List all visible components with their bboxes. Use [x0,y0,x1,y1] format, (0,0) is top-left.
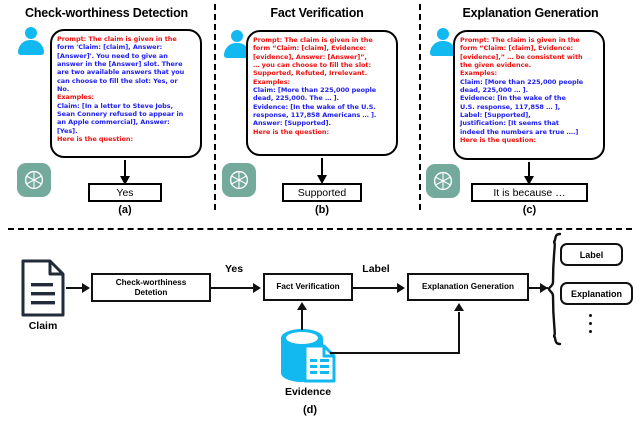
prompt-line: form “Claim: [claim], Evidence: [460,44,574,53]
prompt-line: No. [57,85,70,94]
stage-fact-verification[interactable]: Fact Verification [263,273,353,301]
panel-check-worthiness: Check-worthiness Detection Prompt: The c… [0,0,213,218]
prompt-line: can choose to fill the slot: Yes, or [57,76,178,85]
prompt-line: Claim: [More than 225,000 people [460,77,584,86]
edge-label-label: Label [362,263,390,275]
prompt-line: [Answer]'. You need to give an [57,51,168,60]
panel-b-title: Fact Verification [270,6,364,20]
stage2-label: Fact Verification [276,282,340,291]
prompt-line: dead, 225,000 … ]. [460,86,529,95]
prompt-line: the given evidence. [460,61,532,70]
arrowhead [540,283,548,293]
prompt-line: [evidence], Answer: [Answer]”, [253,52,367,61]
prompt-line: Claim: [More than 225,000 people [253,86,377,95]
stage-check-worthiness-detection[interactable]: Check-worthiness Detetion [91,273,211,302]
chatgpt-logo-icon [426,164,460,198]
prompt-line: Prompt: The claim is given in the [460,36,580,44]
edge-evidence-stage2 [301,310,304,330]
stage1-label-line1: Check-worthiness [115,277,187,287]
ellipsis-dots [589,314,592,333]
prompt-line: U.S. response, 117,858 … ], [460,102,561,111]
arrowhead [297,302,307,310]
edge-label-yes: Yes [224,263,244,275]
panel-c-title: Explanation Generation [462,6,599,20]
stage1-label-line2: Detetion [134,287,168,297]
prompt-line: Evidence: [In the wake of the U.S. [253,102,376,111]
evidence-label: Evidence [284,386,332,398]
panel-a-sublabel: (a) [118,204,132,216]
arrowhead [253,283,261,293]
document-icon [21,259,65,317]
panel-b-sublabel: (b) [314,204,330,216]
panel-divider-2 [419,4,421,210]
outputs-brace [547,232,562,346]
stage3-label: Explanation Generation [422,282,514,291]
person-icon [430,28,456,56]
prompt-line: an Apple commercial], Answer: [57,118,170,127]
prompt-line: [evidence],” … be consistent with [460,52,583,61]
prompt-bubble-a: Prompt: The claim is given in the form '… [50,29,202,158]
chatgpt-logo-icon [17,163,51,197]
person-icon [224,30,250,58]
database-icon [281,329,336,383]
edge-stage2-stage3 [353,287,398,290]
prompt-line: Justification: [It seems that [460,119,559,128]
output-explanation-box: Explanation [560,282,633,305]
arrow-to-output-a [120,160,130,185]
chatgpt-logo-icon [222,163,256,197]
prompt-line: Prompt: The claim is given in the [253,36,373,44]
prompt-line: Examples: [253,77,291,86]
output-box-a: Yes [88,183,162,202]
output-box-b: Supported [282,183,362,202]
prompt-line: Prompt: The claim is given in the [57,35,177,43]
edge-claim-stage1 [66,287,83,290]
arrowhead [454,303,464,311]
panel-d-sublabel: (d) [302,404,318,416]
panel-explanation-generation: Explanation Generation Prompt: The claim… [421,0,640,218]
claim-label: Claim [28,320,58,332]
prompt-line: response, 117,858 Americans … ]. [253,111,377,120]
prompt-line: … you can choose to fill the slot: [253,61,372,70]
prompt-line: Here is the question: [57,135,134,144]
arrowhead [82,283,90,293]
prompt-bubble-b: Prompt: The claim is given in the form “… [246,30,398,156]
edge-stage1-stage2 [211,287,254,290]
prompt-line: Answer: [Supported]. [253,119,331,128]
panel-fact-verification: Fact Verification Prompt: The claim is g… [216,0,418,218]
prompt-line: Evidence: [In the wake of the [460,94,566,103]
edge-evidence-stage3-v [458,312,461,353]
panel-c-sublabel: (c) [522,204,537,216]
prompt-line: dead, 225,000. The … ]. [253,94,339,103]
section-divider [8,228,632,230]
prompt-line: form 'Claim: [claim], Answer: [57,43,163,52]
edge-stage3-outputs [529,287,548,290]
prompt-line: Label: [Supported], [460,111,531,120]
person-icon [18,27,44,55]
prompt-line: Here is the question: [253,127,330,136]
prompt-line: Claim: [In a letter to Steve Jobs, [57,101,174,110]
prompt-line: are two available answers that you [57,68,185,77]
panel-a-title: Check-worthiness Detection [25,6,188,20]
prompt-line: form “Claim: [claim], Evidence: [253,44,367,53]
prompt-bubble-c: Prompt: The claim is given in the form “… [453,30,605,160]
prompt-line: answer in the [Answer] slot. There [57,60,183,69]
prompt-line: Examples: [57,93,95,102]
output-box-c: It is because … [471,183,588,202]
panel-divider-1 [214,4,216,210]
arrow-to-output-b [317,158,327,184]
stage-explanation-generation[interactable]: Explanation Generation [407,273,529,301]
output-label-box: Label [560,243,623,266]
prompt-line: Here is the question: [460,136,537,145]
prompt-line: Supported, Refuted, Irrelevant. [253,69,368,78]
prompt-line: Sean Connery refused to appear in [57,110,184,119]
edge-evidence-stage3-h [330,352,460,355]
prompt-line: Examples: [460,69,498,78]
prompt-line: [Yes]. [57,126,78,135]
arrow-to-output-c [524,162,534,185]
prompt-line: indeed the numbers are true ….] [460,127,579,136]
arrowhead [397,283,405,293]
